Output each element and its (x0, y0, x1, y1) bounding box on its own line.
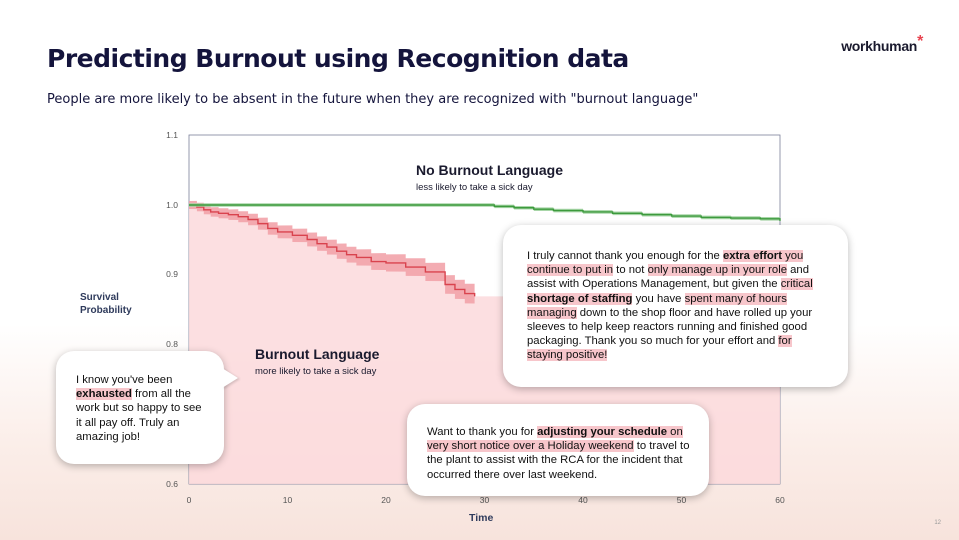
burnout-line (189, 204, 476, 297)
x-tick-label: 50 (677, 495, 687, 505)
page-number: 12 (934, 520, 941, 526)
quote-bubble-extra-effort: I truly cannot thank you enough for the … (503, 225, 848, 387)
quote-text: I know you've been exhausted from all th… (76, 373, 210, 444)
quote-segment: from all the work but so happy to see it… (76, 388, 202, 443)
no-burnout-line (189, 204, 781, 221)
quote-segment: I truly cannot thank you enough for the (527, 250, 723, 262)
highlighted-phrase: only manage up in your role (647, 264, 788, 277)
x-tick-label: 30 (480, 495, 490, 505)
page-title: Predicting Burnout using Recognition dat… (47, 44, 629, 73)
logo-text: workhuman (841, 38, 918, 54)
quote-segment: Want to thank you for (427, 426, 538, 438)
page-subtitle: People are more likely to be absent in t… (47, 92, 699, 107)
x-tick-label: 20 (381, 495, 391, 505)
no-burnout-confidence-band (189, 203, 780, 223)
quote-segment: to travel to the plant to assist with th… (427, 440, 690, 481)
highlighted-phrase: critical (780, 278, 813, 291)
quote-segment: down to the shop floor and have rolled u… (527, 306, 813, 348)
logo-star-icon: * (917, 33, 923, 50)
burnout-label: Burnout Language (255, 346, 380, 362)
no-burnout-sublabel: less likely to take a sick day (416, 182, 533, 193)
quote-segment: you have (632, 292, 685, 305)
burnout-confidence-band (189, 200, 475, 307)
highlighted-phrase: shortage of staffing (527, 292, 633, 305)
quote-text: I truly cannot thank you enough for the … (527, 249, 824, 363)
workhuman-logo: workhuman* (841, 33, 923, 56)
highlighted-phrase: exhausted (76, 388, 132, 401)
y-tick-label: 0.8 (166, 339, 178, 349)
y-tick-label: 0.6 (166, 479, 178, 489)
bubble-tail (222, 368, 238, 388)
x-tick-label: 0 (187, 495, 192, 505)
x-tick-label: 40 (578, 495, 588, 505)
no-burnout-label: No Burnout Language (416, 162, 563, 178)
quote-segment: to not (613, 264, 648, 277)
quote-segment: and assist with Operations Management, b… (527, 264, 810, 291)
y-tick-label: 1.1 (166, 130, 178, 140)
x-tick-label: 10 (283, 495, 293, 505)
x-tick-label: 60 (775, 495, 785, 505)
x-axis-label: Time (469, 512, 494, 524)
quote-text: Want to thank you for adjusting your sch… (427, 425, 691, 482)
quote-segment: I know you've been (76, 374, 173, 386)
burnout-sublabel: more likely to take a sick day (255, 366, 377, 377)
quote-bubble-schedule: Want to thank you for adjusting your sch… (407, 404, 709, 496)
highlighted-phrase: extra effort (722, 250, 782, 262)
y-tick-label: 1.0 (166, 200, 178, 210)
y-axis-label: Survival Probability (80, 292, 132, 316)
highlighted-phrase: adjusting your schedule (537, 426, 668, 438)
y-tick-label: 0.9 (166, 269, 178, 279)
quote-bubble-exhausted: I know you've been exhausted from all th… (56, 351, 224, 464)
